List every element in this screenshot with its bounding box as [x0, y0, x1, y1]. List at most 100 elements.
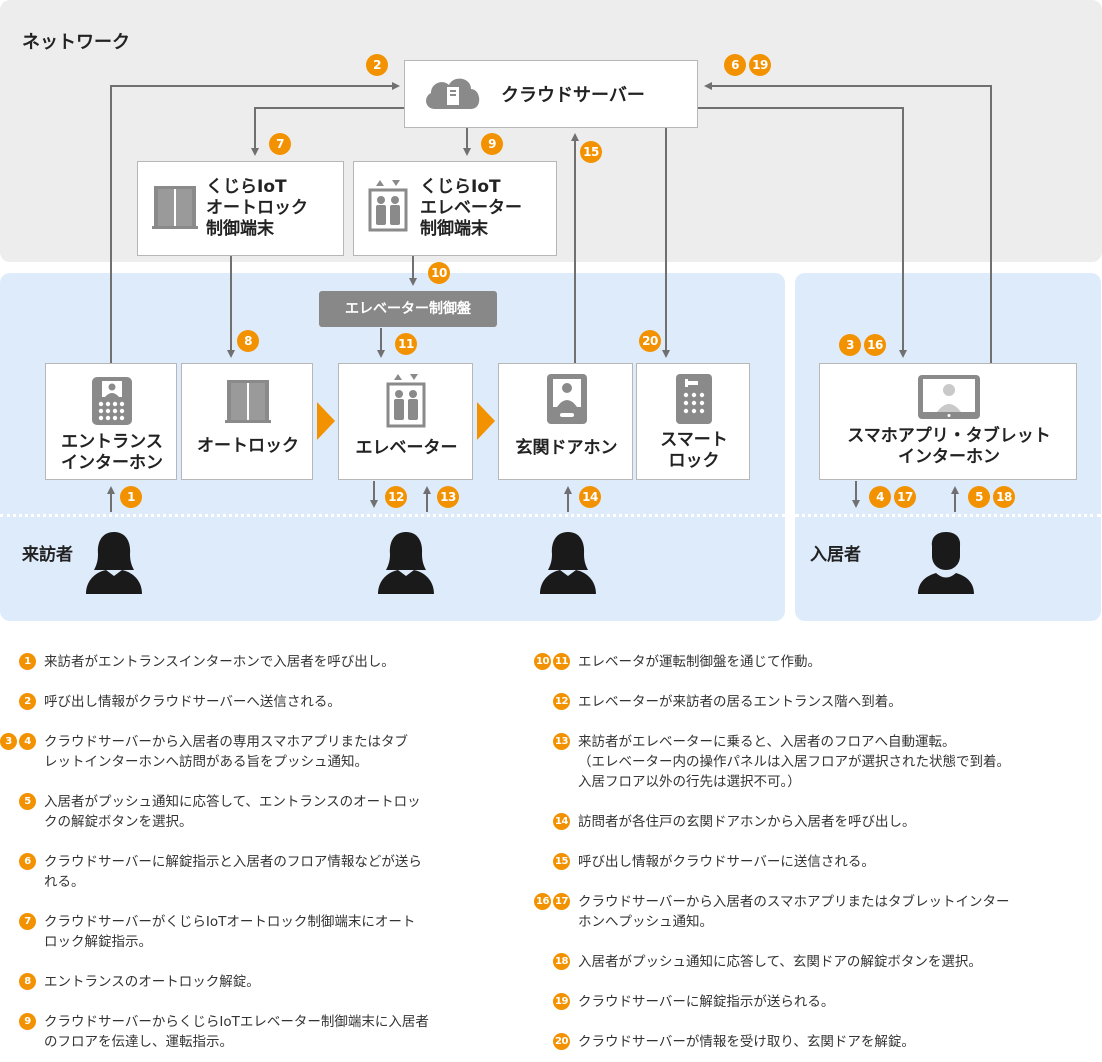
- legend-item: 15 呼び出し情報がクラウドサーバーに送信される。: [540, 852, 875, 872]
- cloud-server-box: クラウドサーバー: [404, 60, 698, 128]
- badge-9: 9: [481, 133, 503, 155]
- legend-item-text: 訪問者が各住戸の玄関ドアホンから入居者を呼び出し。: [578, 814, 916, 830]
- visitor-label: 来訪者: [22, 545, 73, 565]
- legend-item: 6 クラウドサーバーに解錠指示と入居者のフロア情報などが送ら れる。: [10, 852, 422, 892]
- badges-4-17: 4 17: [869, 486, 916, 508]
- legend-item-text: クラウドサーバーからくじらIoTエレベーター制御端末に入居者 のフロアを伝達し、…: [44, 1014, 429, 1050]
- badges-6-19: 6 19: [724, 54, 771, 76]
- badge-11: 11: [395, 333, 417, 355]
- legend-item-badges: 19: [540, 993, 570, 1010]
- legend-item: 5 入居者がプッシュ通知に応答して、エントランスのオートロッ クの解錠ボタンを選択…: [10, 792, 421, 832]
- legend-item-text: クラウドサーバーから入居者の専用スマホアプリまたはタブ レットインターホンへ訪問…: [44, 734, 408, 770]
- legend-badge: 11: [553, 653, 570, 670]
- autolock-label: オートロック: [197, 436, 299, 456]
- legend-badge: 6: [19, 853, 36, 870]
- legend-badge: 5: [19, 793, 36, 810]
- badge-17: 17: [894, 486, 916, 508]
- legend-badge: 20: [553, 1033, 570, 1050]
- legend-badge: 15: [553, 853, 570, 870]
- elevator-box: エレベーター: [338, 363, 473, 480]
- legend-badge: 3: [0, 733, 17, 750]
- legend-item-text: 来訪者がエントランスインターホンで入居者を呼び出し。: [44, 654, 395, 670]
- legend-item: 20 クラウドサーバーが情報を受け取り、玄関ドアを解錠。: [540, 1032, 915, 1052]
- badge-8: 8: [237, 330, 259, 352]
- legend-item-text: エレベーターが来訪者の居るエントランス階へ到着。: [578, 694, 902, 710]
- legend-badge: 16: [534, 893, 551, 910]
- badge-6: 6: [724, 54, 746, 76]
- autolock-terminal-box: くじらIoT オートロック 制御端末: [137, 161, 344, 256]
- legend-item-text: クラウドサーバーがくじらIoTオートロック制御端末にオート ロック解錠指示。: [44, 914, 416, 950]
- legend-badge: 18: [553, 953, 570, 970]
- elevator-terminal-box: くじらIoT エレベーター 制御端末: [353, 161, 557, 256]
- smart-lock-label: スマート ロック: [660, 430, 728, 471]
- elevator-icon: [368, 180, 408, 232]
- legend-item-text: クラウドサーバーが情報を受け取り、玄関ドアを解錠。: [578, 1034, 915, 1050]
- arrow-3: [698, 107, 907, 358]
- tablet-icon: [918, 375, 980, 419]
- legend-item: 13 来訪者がエレベーターに乗ると、入居者のフロアへ自動運転。 （エレベーター内の…: [540, 732, 1010, 792]
- badge-1: 1: [120, 486, 142, 508]
- door-intercom-label: 玄関ドアホン: [515, 438, 618, 458]
- legend-item-badges: 8: [10, 973, 36, 990]
- legend-item-badges: 1: [10, 653, 36, 670]
- legend-item-badges: 7: [10, 913, 36, 930]
- legend-item-text: クラウドサーバーに解錠指示と入居者のフロア情報などが送ら れる。: [44, 854, 422, 890]
- separator-visitor: [0, 514, 785, 517]
- legend-item-text: 入居者がプッシュ通知に応答して、エントランスのオートロッ クの解錠ボタンを選択。: [44, 794, 421, 830]
- door-intercom-box: 玄関ドアホン: [498, 363, 633, 480]
- legend-item-badges: 12: [540, 693, 570, 710]
- app-tablet-label: スマホアプリ・タブレット インターホン: [847, 426, 1051, 467]
- visitor-icon-2: [378, 532, 434, 594]
- resident-label: 入居者: [810, 545, 861, 565]
- elevator-label: エレベーター: [355, 438, 458, 458]
- badge-7: 7: [269, 133, 291, 155]
- smart-lock-icon: [676, 374, 712, 424]
- legend-item: 9 クラウドサーバーからくじらIoTエレベーター制御端末に入居者 のフロアを伝達し…: [10, 1012, 429, 1052]
- legend-item-text: エントランスのオートロック解錠。: [44, 974, 260, 990]
- legend-item-text: 呼び出し情報がクラウドサーバーへ送信される。: [44, 694, 341, 710]
- legend-badge: 7: [19, 913, 36, 930]
- legend-item-badges: 9: [10, 1013, 36, 1030]
- legend-item-badges: 13: [540, 733, 570, 750]
- legend-item-badges: 18: [540, 953, 570, 970]
- legend-item-text: 呼び出し情報がクラウドサーバーに送信される。: [578, 854, 875, 870]
- smart-lock-box: スマート ロック: [636, 363, 750, 480]
- badge-5: 5: [968, 486, 990, 508]
- legend-item: 7 クラウドサーバーがくじらIoTオートロック制御端末にオート ロック解錠指示。: [10, 912, 415, 952]
- legend-badge: 10: [534, 653, 551, 670]
- badge-20: 20: [639, 330, 661, 352]
- legend-item: 8 エントランスのオートロック解錠。: [10, 972, 260, 992]
- legend-item-badges: 14: [540, 813, 570, 830]
- badges-5-18: 5 18: [968, 486, 1015, 508]
- entrance-intercom-box: エントランス インターホン: [45, 363, 177, 480]
- badge-14: 14: [579, 486, 601, 508]
- legend-badge: 19: [553, 993, 570, 1010]
- legend-item-text: 来訪者がエレベーターに乗ると、入居者のフロアへ自動運転。 （エレベーター内の操作…: [578, 734, 1010, 790]
- cloud-server-label: クラウドサーバー: [501, 85, 645, 106]
- legend-badge: 12: [553, 693, 570, 710]
- legend-item-badges: 6: [10, 853, 36, 870]
- app-tablet-box: スマホアプリ・タブレット インターホン: [819, 363, 1077, 480]
- badge-12: 12: [385, 486, 407, 508]
- badge-3: 3: [839, 334, 861, 356]
- legend-badge: 1: [19, 653, 36, 670]
- autolock-box: オートロック: [181, 363, 313, 480]
- separator-resident: [795, 514, 1101, 517]
- legend-badge: 17: [553, 893, 570, 910]
- autolock-icon: [225, 380, 271, 423]
- entrance-intercom-label: エントランス インターホン: [61, 432, 163, 473]
- flow-chevron-2: [477, 402, 495, 440]
- flow-chevron-1: [317, 402, 335, 440]
- visitor-icon-1: [86, 532, 142, 594]
- network-label: ネットワーク: [22, 32, 130, 53]
- badge-2: 2: [366, 54, 388, 76]
- autolock-terminal-label: くじらIoT オートロック 制御端末: [206, 177, 308, 239]
- badge-10: 10: [428, 262, 450, 284]
